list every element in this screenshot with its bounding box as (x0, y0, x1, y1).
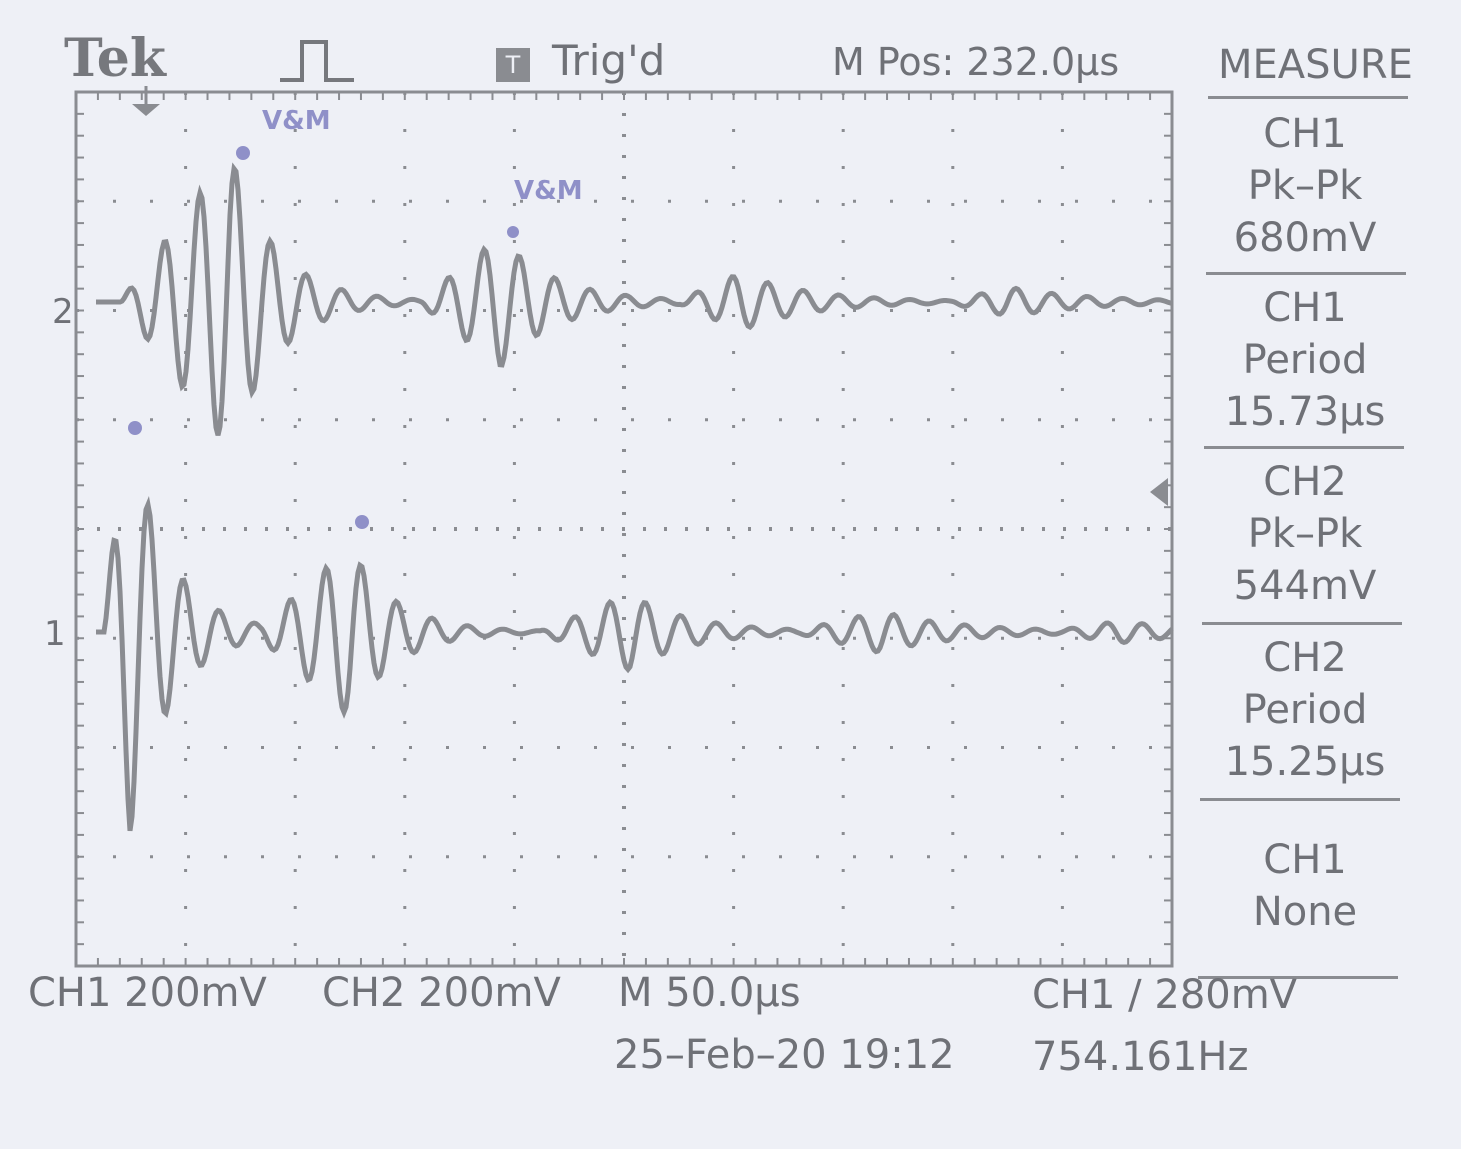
horizontal-position: M Pos: 232.0µs (832, 40, 1120, 84)
ch1-ground-marker: 1 (44, 614, 66, 654)
annotation-dot (507, 226, 519, 238)
measure-divider (1204, 446, 1404, 449)
measure-source: CH1 (1263, 285, 1347, 331)
ch2-ground-marker: 2 (52, 292, 74, 332)
measure-source: CH1 (1263, 111, 1347, 157)
measure-menu-title[interactable]: MEASURE (1218, 42, 1413, 88)
date-time: 25–Feb–20 19:12 (614, 1032, 955, 1078)
ch1-scale: CH1 200mV (28, 970, 267, 1016)
measure-type: Pk–Pk (1247, 163, 1363, 209)
trigger-status: Trig'd (552, 36, 666, 85)
measure-source: CH2 (1263, 459, 1347, 505)
annotation-dot (236, 146, 250, 160)
measure-slot-2[interactable]: CH1 Period 15.73µs (1205, 282, 1405, 438)
trigger-setting: CH1 ∕ 280mV (1032, 972, 1298, 1018)
ch1-waveform (96, 496, 1174, 832)
measure-divider (1200, 798, 1400, 801)
measure-type: Period (1242, 687, 1368, 733)
annotation-dot (128, 421, 142, 435)
annotation-label: V&M (262, 106, 331, 136)
measure-slot-3[interactable]: CH2 Pk–Pk 544mV (1205, 456, 1405, 612)
measure-divider (1202, 622, 1402, 625)
measure-value: 680mV (1233, 215, 1377, 261)
measure-slot-1[interactable]: CH1 Pk–Pk 680mV (1205, 108, 1405, 264)
trigger-pulse-icon (280, 40, 354, 82)
measure-source: CH2 (1263, 635, 1347, 681)
measure-type: None (1252, 889, 1358, 935)
brand-logo: Tek (64, 28, 166, 89)
measure-value: 15.73µs (1224, 389, 1386, 435)
measure-divider (1206, 272, 1406, 275)
ch2-waveform (96, 162, 1173, 436)
trigger-badge: T (496, 48, 530, 82)
trigger-frequency: 754.161Hz (1032, 1034, 1249, 1080)
measure-type: Pk–Pk (1247, 511, 1363, 557)
measure-divider (1208, 96, 1408, 99)
measure-slot-4[interactable]: CH2 Period 15.25µs (1205, 632, 1405, 788)
measure-source: CH1 (1263, 837, 1347, 883)
measure-type: Period (1242, 337, 1368, 383)
annotation-label: V&M (514, 176, 583, 206)
measure-slot-5[interactable]: CH1 None (1205, 834, 1405, 938)
measure-divider (1198, 976, 1398, 979)
annotation-dot (355, 515, 369, 529)
trigger-level-icon (1150, 478, 1168, 506)
measure-value: 544mV (1233, 563, 1377, 609)
timebase: M 50.0µs (618, 970, 801, 1016)
trigger-position-icon (132, 104, 160, 116)
ch2-scale: CH2 200mV (322, 970, 561, 1016)
measure-value: 15.25µs (1224, 739, 1386, 785)
